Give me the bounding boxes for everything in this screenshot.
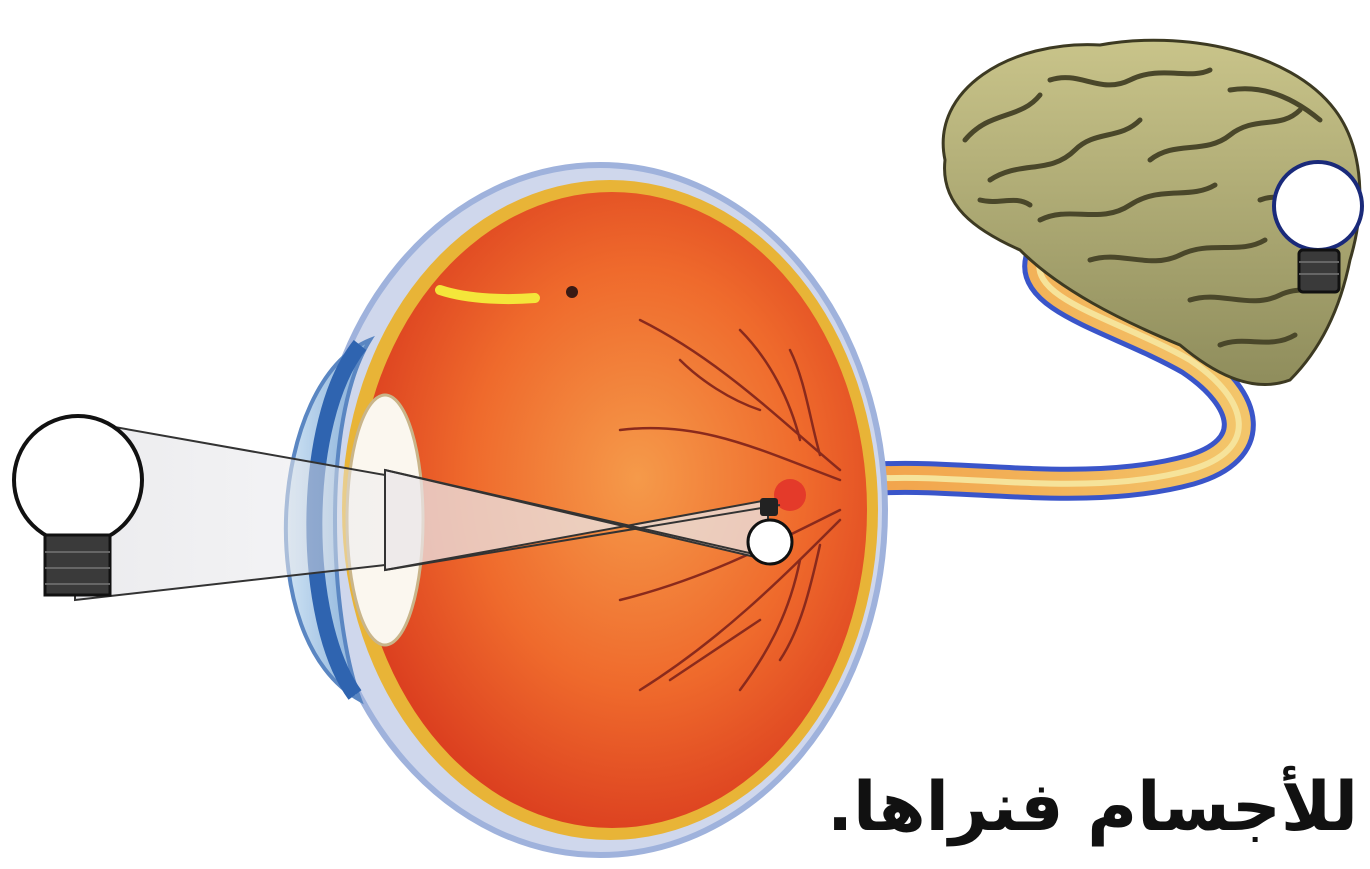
- retina-spot: [566, 286, 578, 298]
- caption-text: للأجسام فنراها.: [827, 768, 1358, 847]
